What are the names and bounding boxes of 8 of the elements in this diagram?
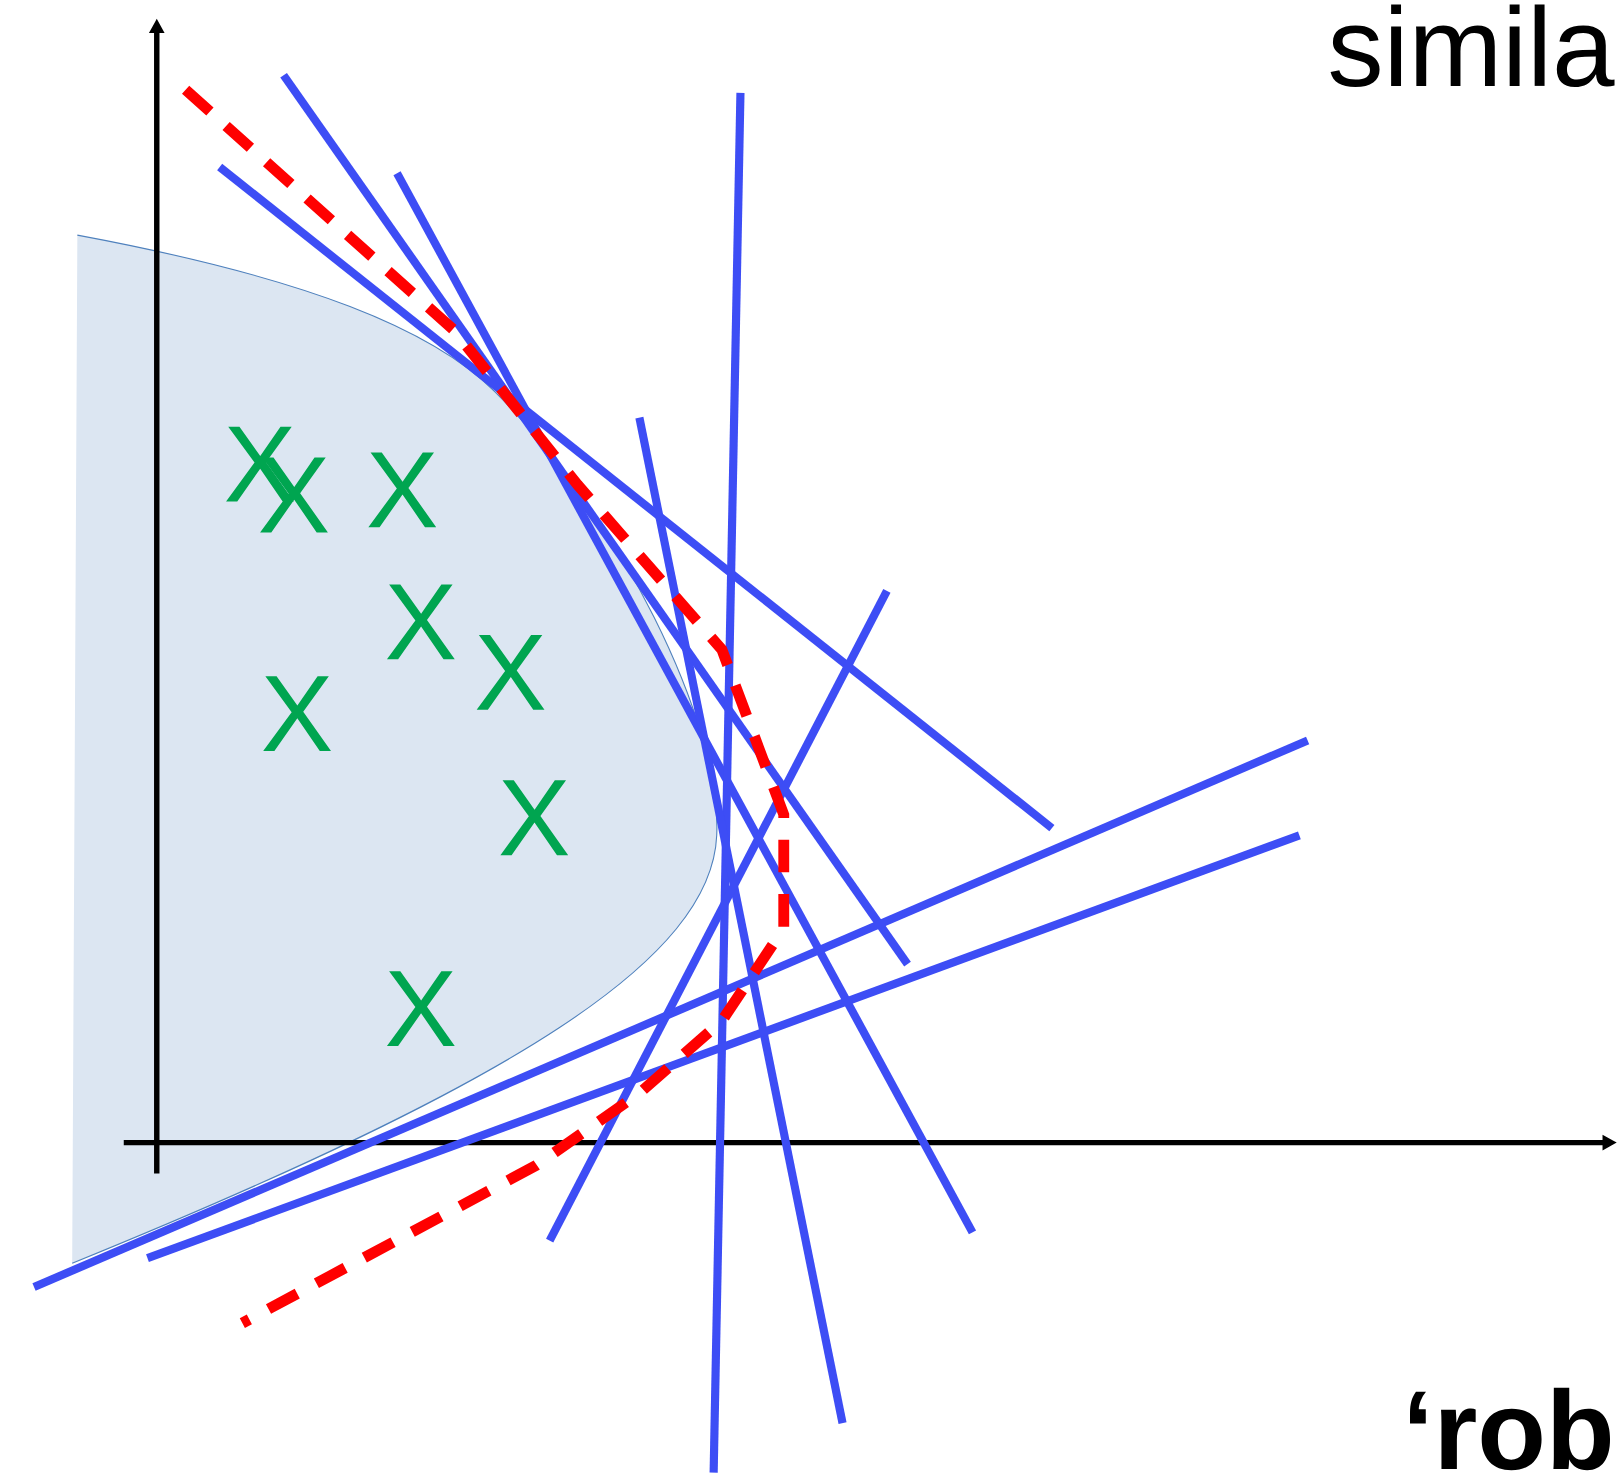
slide-text: ‘rob	[1410, 1387, 1610, 1471]
data-point-mark: X	[386, 584, 455, 660]
slide-text: simila	[1330, 4, 1615, 88]
data-point-mark: X	[476, 635, 545, 710]
data-point-mark: X	[500, 780, 569, 856]
data-point-mark: X	[368, 452, 437, 528]
data-point-mark: X	[386, 971, 455, 1047]
data-point-mark: X	[263, 676, 331, 752]
